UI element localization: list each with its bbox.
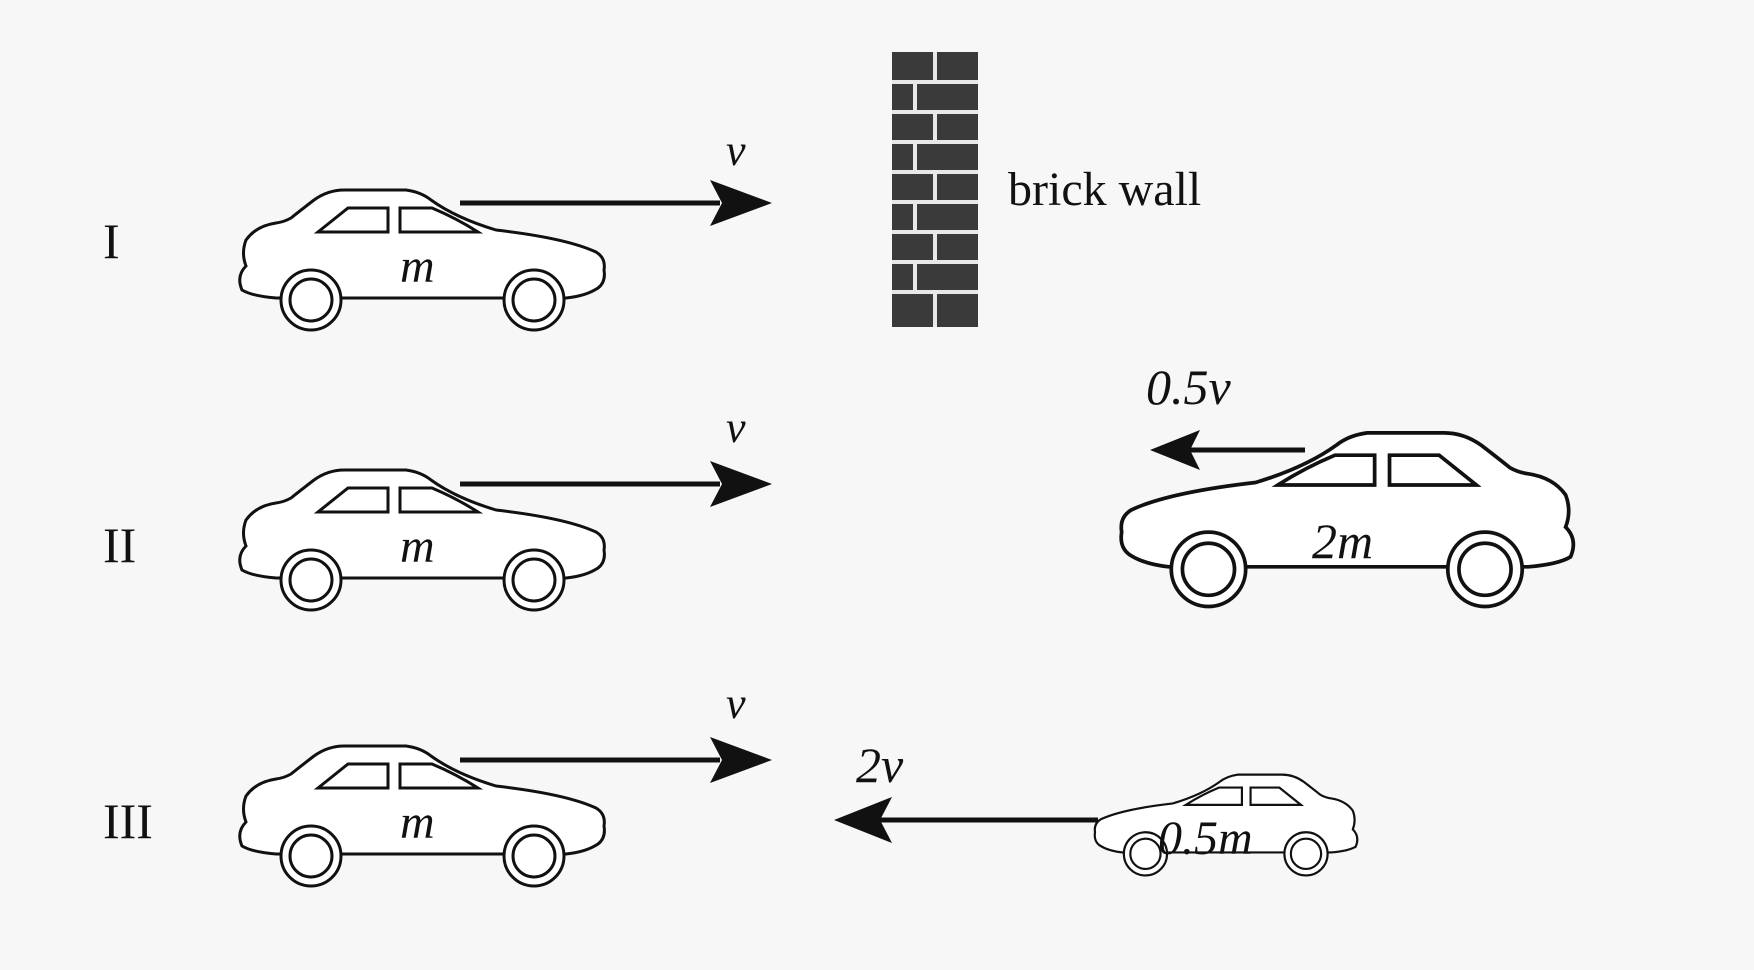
velocity-arrow-right-3 bbox=[834, 797, 1098, 843]
velocity-arrow-1 bbox=[460, 180, 772, 226]
scenario-1: I m v bbox=[103, 52, 1201, 332]
scenario-label-3: III bbox=[103, 793, 153, 849]
car-right-3-mass: 0.5m bbox=[1158, 812, 1253, 865]
car-left-3-mass: m bbox=[400, 796, 435, 849]
car-right-3-velocity: 2v bbox=[856, 737, 904, 793]
velocity-arrow-3 bbox=[460, 737, 772, 783]
brick-wall-label: brick wall bbox=[1008, 163, 1201, 216]
car-left-3-velocity: v bbox=[726, 679, 746, 728]
scenario-label-2: II bbox=[103, 517, 136, 573]
velocity-arrow-right-2 bbox=[1150, 430, 1305, 470]
car-right-2-mass: 2m bbox=[1312, 513, 1373, 569]
scenario-2: II m v 2m 0.5v bbox=[103, 359, 1576, 612]
car-left-1-velocity: v bbox=[726, 126, 746, 175]
velocity-arrow-2 bbox=[460, 461, 772, 507]
car-left-2-mass: m bbox=[400, 520, 435, 573]
scenario-label-1: I bbox=[103, 213, 120, 269]
car-right-2-velocity: 0.5v bbox=[1146, 359, 1232, 415]
scenario-3: III m v 0.5m 2v bbox=[103, 679, 1359, 888]
car-left-2-velocity: v bbox=[726, 403, 746, 452]
car-left-1-mass: m bbox=[400, 240, 435, 293]
brick-wall bbox=[892, 52, 978, 327]
